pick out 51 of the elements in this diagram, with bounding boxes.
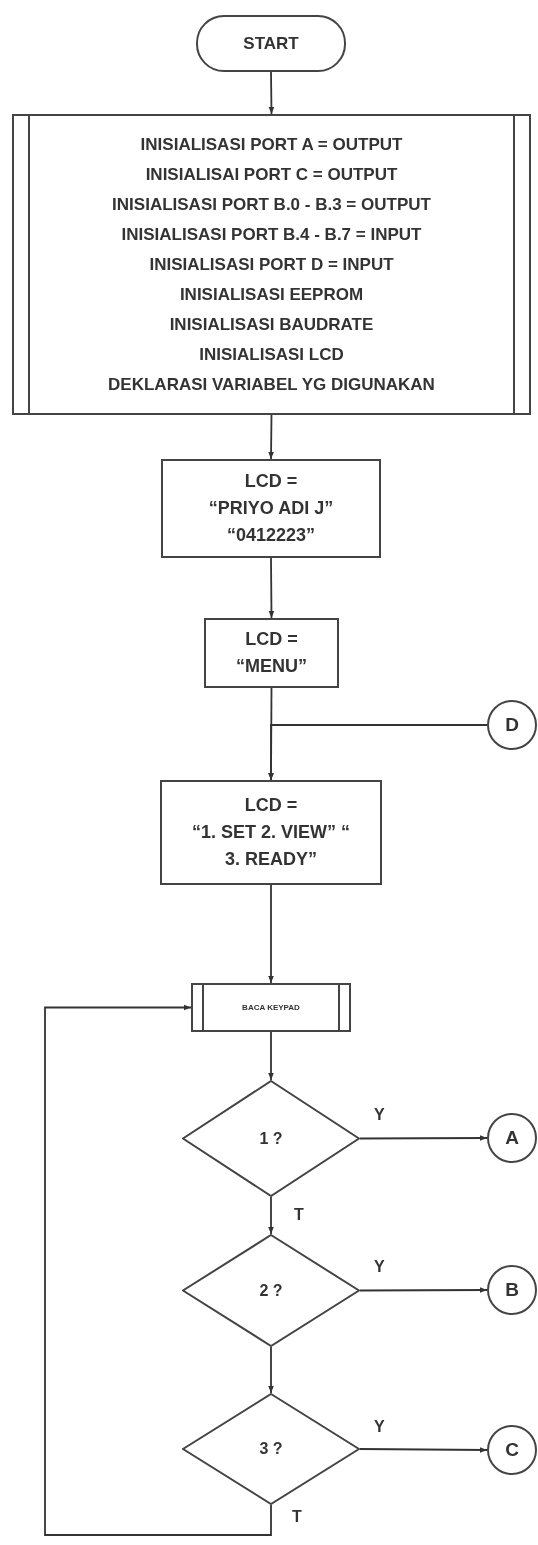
connector-circle xyxy=(487,700,537,750)
process-text: INISIALISASI BAUDRATE xyxy=(169,313,374,336)
arrow xyxy=(44,1004,272,1536)
arrow xyxy=(268,414,274,460)
arrow xyxy=(359,1287,488,1293)
process-text: INISIALISASI PORT B.4 - B.7 = INPUT xyxy=(121,223,422,246)
process-text: LCD = xyxy=(244,470,298,493)
process-text: 3. READY” xyxy=(225,848,317,871)
predefined-process-box xyxy=(12,114,531,415)
terminator-text: START xyxy=(243,33,299,54)
arrow xyxy=(268,557,275,619)
decision-text: 3 ? xyxy=(259,1439,283,1459)
arrow xyxy=(268,724,488,781)
process-box xyxy=(161,459,381,558)
process-text: INISIALISAI PORT C = OUTPUT xyxy=(145,163,398,186)
connector-label: C xyxy=(505,1439,519,1461)
process-text: BACA KEYPAD xyxy=(242,1002,300,1013)
process-text: “PRIYO ADI J” xyxy=(208,497,334,520)
arrow xyxy=(359,1447,488,1453)
decision-diamond xyxy=(182,1080,360,1197)
arrow xyxy=(359,1135,488,1141)
process-text: INISIALISASI EEPROM xyxy=(179,283,364,306)
connector-circle xyxy=(487,1113,537,1163)
process-text: “0412223” xyxy=(226,524,316,547)
process-text: INISIALISASI PORT A = OUTPUT xyxy=(140,133,403,156)
process-text: LCD = xyxy=(244,794,298,817)
process-text: INISIALISASI PORT D = INPUT xyxy=(149,253,394,276)
connector-label: A xyxy=(505,1127,519,1149)
connector-circle xyxy=(487,1265,537,1315)
connector-circle xyxy=(487,1425,537,1475)
arrow xyxy=(268,1031,274,1081)
decision-text: 2 ? xyxy=(259,1280,283,1301)
process-box xyxy=(160,780,382,885)
arrow xyxy=(268,1196,274,1235)
start-terminator xyxy=(196,15,346,72)
arrow xyxy=(268,1346,274,1394)
process-text: LCD = xyxy=(245,628,298,651)
connector-label: B xyxy=(505,1279,519,1301)
decision-diamond xyxy=(182,1393,360,1505)
predefined-process-box xyxy=(191,983,351,1032)
connector-label: D xyxy=(505,714,519,736)
arrow xyxy=(268,884,274,984)
process-text: INISIALISASI LCD xyxy=(199,343,344,366)
decision-text: 1 ? xyxy=(259,1128,283,1149)
process-box xyxy=(204,618,339,688)
process-text: DEKLARASI VARIABEL YG DIGUNAKAN xyxy=(108,373,435,396)
process-text: INISIALISASI PORT B.0 - B.3 = OUTPUT xyxy=(112,193,431,216)
arrow xyxy=(268,71,275,115)
decision-diamond xyxy=(182,1234,360,1347)
process-text: “MENU” xyxy=(236,655,307,678)
process-text: “1. SET 2. VIEW” “ xyxy=(191,821,350,844)
